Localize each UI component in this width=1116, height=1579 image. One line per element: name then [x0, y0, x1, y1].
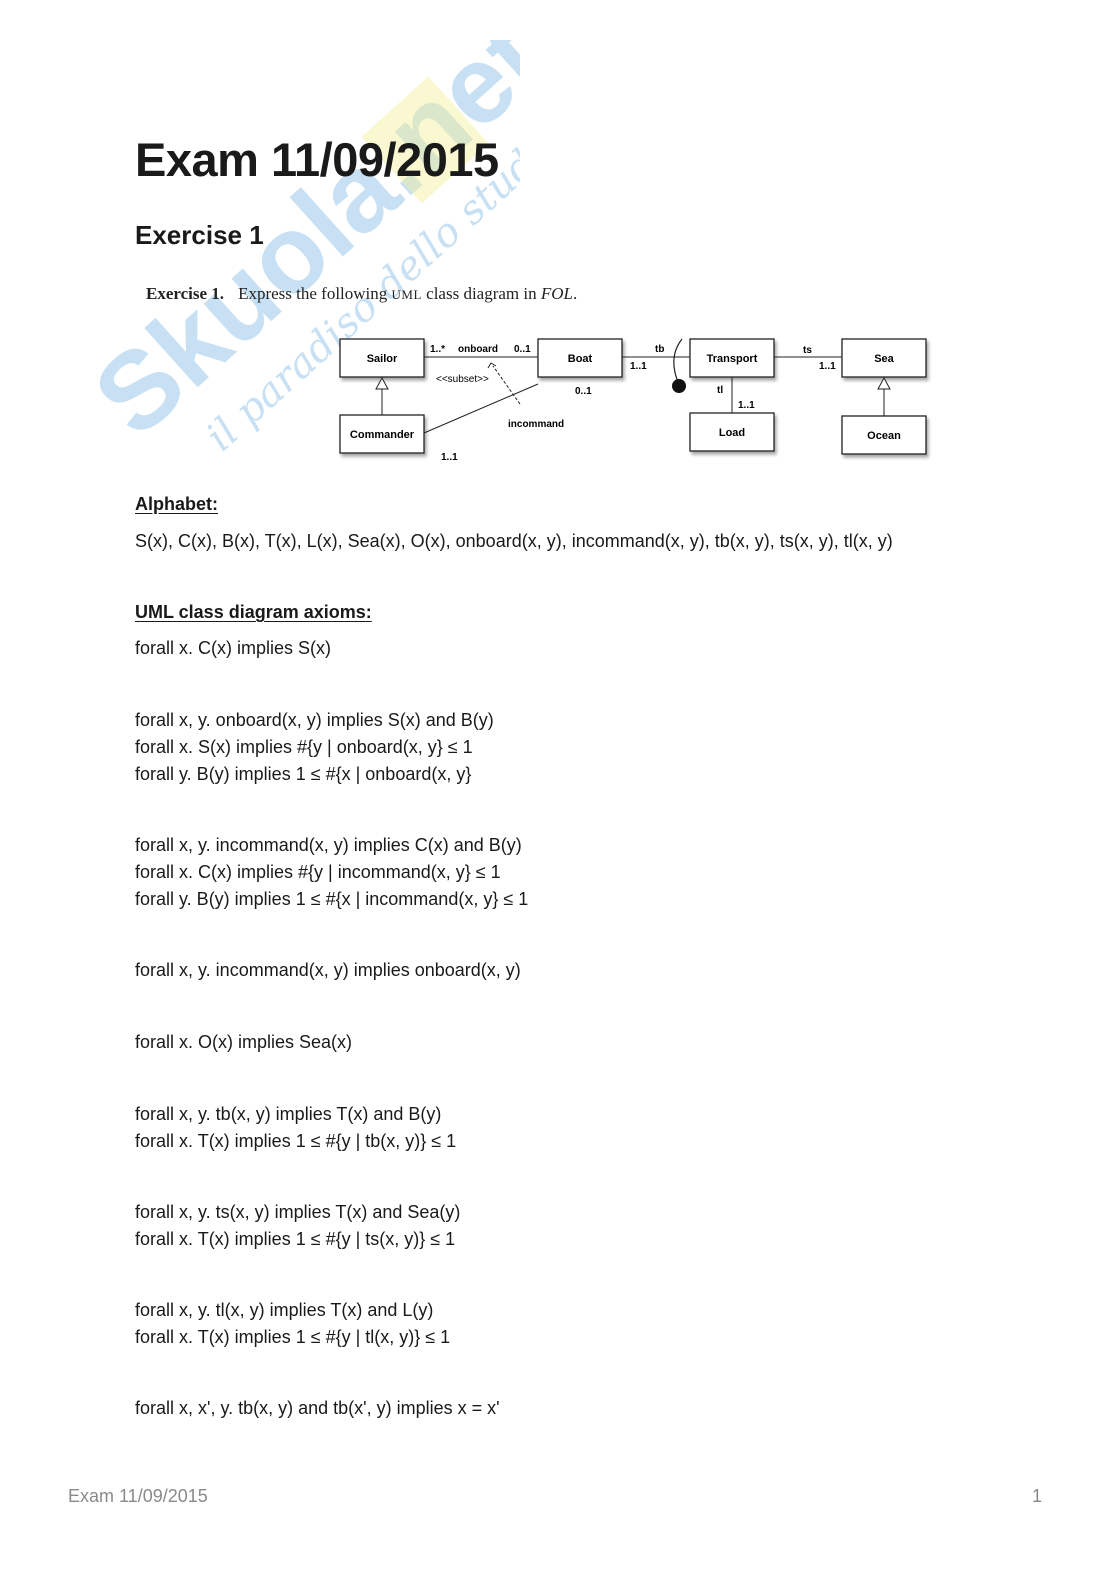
association-incommand — [423, 383, 539, 434]
axiom-line: forall x. T(x) implies 1 ≤ #{y | tl(x, y… — [135, 1327, 451, 1347]
label-ts: ts — [803, 345, 812, 356]
class-ocean: Ocean — [841, 415, 927, 455]
class-sea: Sea — [841, 338, 927, 378]
label-onboard: onboard — [458, 344, 498, 355]
caption-fol: FOL — [540, 284, 573, 303]
class-load: Load — [689, 412, 775, 452]
footer-title: Exam 11/09/2015 — [68, 1486, 208, 1506]
class-transport: Transport — [689, 338, 775, 378]
caption-uml: UML — [391, 287, 422, 302]
svg-text:Transport: Transport — [707, 353, 758, 365]
axiom-line: forall x, y. onboard(x, y) implies S(x) … — [135, 710, 494, 730]
axiom-line: forall x, y. tb(x, y) implies T(x) and B… — [135, 1104, 442, 1124]
svg-text:Sea: Sea — [874, 353, 894, 365]
key-dot — [672, 379, 686, 393]
axioms-heading: UML class diagram axioms: — [135, 602, 372, 622]
class-commander: Commander — [339, 414, 425, 454]
label-subset: <<subset>> — [436, 374, 489, 385]
axiom-line: forall x. T(x) implies 1 ≤ #{y | ts(x, y… — [135, 1229, 456, 1249]
axiom-line: forall x, x', y. tb(x, y) and tb(x', y) … — [135, 1398, 500, 1418]
axiom-line: forall x. S(x) implies #{y | onboard(x, … — [135, 737, 473, 757]
exercise-heading: Exercise 1 — [135, 220, 264, 250]
axiom-line: forall x. O(x) implies Sea(x) — [135, 1032, 353, 1052]
label-sailor-mult: 1..* — [430, 344, 445, 355]
subset-dependency — [487, 362, 521, 405]
svg-text:Load: Load — [719, 427, 745, 439]
alphabet-heading: Alphabet: — [135, 494, 218, 514]
label-incommand-boat-mult: 0..1 — [575, 386, 592, 397]
axiom-line: forall y. B(y) implies 1 ≤ #{x | incomma… — [135, 889, 529, 909]
axiom-line: forall x. C(x) implies #{y | incommand(x… — [135, 862, 501, 882]
svg-text:Boat: Boat — [568, 353, 593, 365]
label-tb: tb — [655, 344, 664, 355]
uml-class-diagram: Sailor Boat Transport Sea Commander Load… — [339, 338, 927, 463]
axiom-line: forall y. B(y) implies 1 ≤ #{x | onboard… — [135, 764, 472, 784]
axiom-line: forall x. C(x) implies S(x) — [135, 638, 332, 658]
caption-text-end: . — [573, 284, 578, 303]
page-title: Exam 11/09/2015 — [135, 133, 499, 186]
axiom-line: forall x. T(x) implies 1 ≤ #{y | tb(x, y… — [135, 1131, 457, 1151]
caption-text-middle: class diagram in — [421, 284, 541, 303]
axiom-line: forall x, y. incommand(x, y) implies C(x… — [135, 835, 522, 855]
axiom-line: forall x, y. tl(x, y) implies T(x) and L… — [135, 1300, 434, 1320]
key-arc — [673, 338, 683, 383]
generalization-ocean-sea — [877, 376, 891, 416]
caption-text-before: Express the following — [238, 284, 392, 303]
axiom-line: forall x, y. incommand(x, y) implies onb… — [135, 960, 521, 980]
label-boat-mult: 0..1 — [514, 344, 531, 355]
alphabet-text: S(x), C(x), B(x), T(x), L(x), Sea(x), O(… — [135, 531, 893, 551]
class-boat: Boat — [537, 338, 623, 378]
label-ts-mult: 1..1 — [819, 361, 836, 372]
page-number: 1 — [1031, 1486, 1042, 1506]
class-sailor: Sailor — [339, 338, 425, 378]
axiom-line: forall x, y. ts(x, y) implies T(x) and S… — [135, 1202, 461, 1222]
label-tl-mult: 1..1 — [738, 400, 755, 411]
label-commander-mult: 1..1 — [441, 452, 458, 463]
svg-text:Commander: Commander — [350, 429, 415, 441]
svg-text:Sailor: Sailor — [367, 353, 398, 365]
label-incommand: incommand — [508, 419, 564, 430]
label-tb-mult: 1..1 — [630, 361, 647, 372]
figure-caption: Exercise 1. Express the following UML cla… — [146, 284, 577, 304]
svg-text:Ocean: Ocean — [867, 430, 901, 442]
caption-label: Exercise 1. — [146, 284, 225, 303]
generalization-commander-sailor — [375, 376, 389, 415]
label-tl: tl — [717, 385, 723, 396]
